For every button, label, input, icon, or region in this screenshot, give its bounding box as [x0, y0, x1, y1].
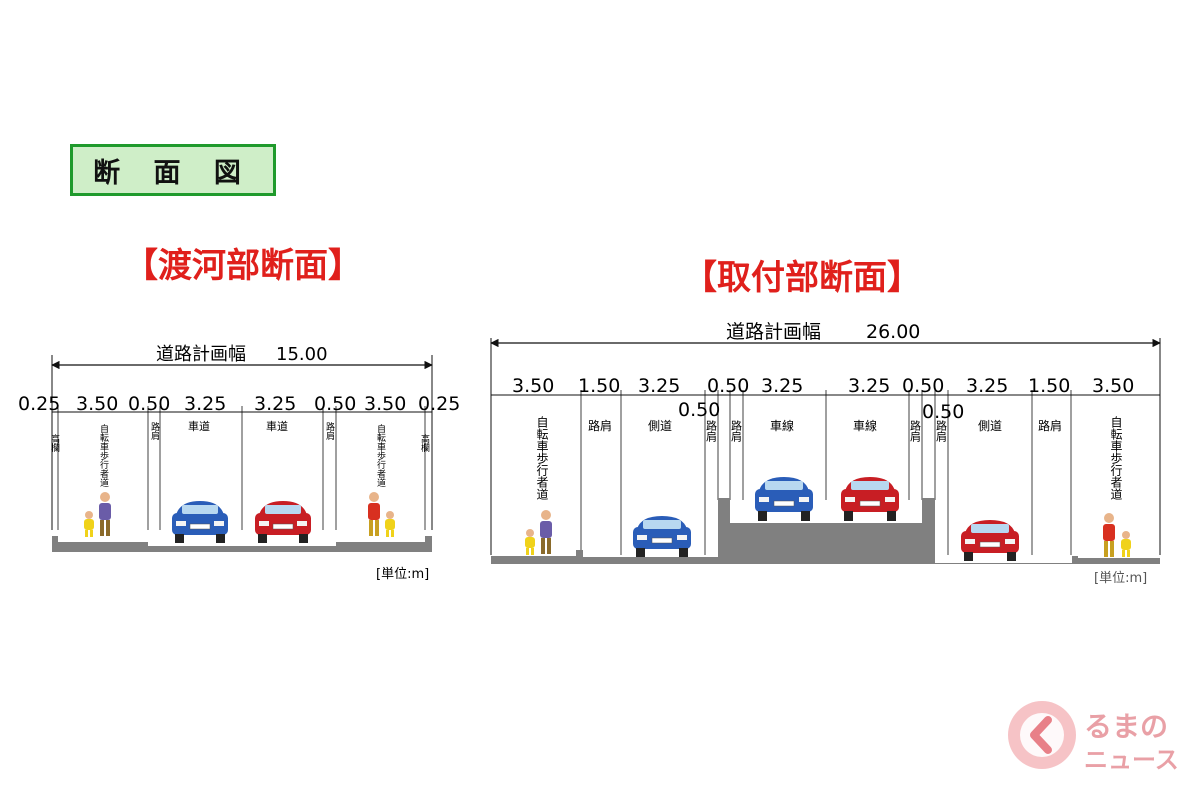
- right-dim-4: 0.50: [707, 375, 749, 397]
- right-zone-6: 車線: [770, 418, 794, 433]
- right-dim-1: 3.50: [512, 375, 554, 397]
- right-road-surface: [491, 498, 1160, 564]
- side-road-blue-car: [633, 516, 691, 557]
- right-zone-4: 路肩: [705, 420, 718, 443]
- river-section-title: 【渡河部断面】: [124, 246, 362, 286]
- right-total-label: 道路計画幅: [726, 321, 821, 343]
- approach-left-pedestrian-child: [525, 529, 535, 555]
- diagram-badge: 断 面 図: [70, 144, 276, 196]
- right-dim-3: 3.25: [638, 375, 680, 397]
- right-zone-10: 側道: [978, 419, 1002, 433]
- kurumanonews-logo: るまの ニュース: [1008, 701, 1179, 774]
- left-zone-7: 自転車歩行者道: [375, 423, 386, 488]
- logo-text-bottom: ニュース: [1084, 746, 1179, 774]
- left-zone-8: 高欄: [419, 433, 430, 453]
- right-zone-12: 自転車歩行者道: [1109, 416, 1123, 500]
- right-zone-5: 路肩: [730, 420, 743, 443]
- approach-right-pedestrian-adult: [1103, 513, 1115, 557]
- left-total-label: 道路計画幅: [156, 344, 246, 365]
- right-dim-6: 3.25: [848, 375, 890, 397]
- river-section: 道路計画幅 15.00 0.25 3.50 0.50 3.25 3.25 0.5…: [18, 344, 460, 582]
- right-pedestrian-adult: [368, 492, 380, 536]
- left-zone-6: 路肩: [324, 421, 335, 441]
- side-road-red-car: [961, 520, 1019, 561]
- right-dim-extra-1: 0.50: [678, 399, 720, 421]
- left-zone-5: 車道: [266, 419, 288, 433]
- left-dim-7: 3.50: [364, 393, 406, 415]
- right-total-value: 26.00: [866, 321, 920, 343]
- right-dim-10: 3.50: [1092, 375, 1134, 397]
- right-zone-9: 路肩: [935, 420, 948, 443]
- left-pedestrian-adult: [99, 492, 111, 536]
- logo-text-top: るまの: [1084, 710, 1168, 743]
- left-dim-2: 3.50: [76, 393, 118, 415]
- right-pedestrian-child: [385, 511, 395, 537]
- right-unit-label: [単位:m]: [1094, 570, 1147, 586]
- right-zone-2: 路肩: [588, 418, 612, 433]
- left-dim-1: 0.25: [18, 393, 60, 415]
- left-zone-2: 自転車歩行者道: [98, 423, 109, 488]
- right-dim-5: 3.25: [761, 375, 803, 397]
- right-dim-9: 1.50: [1028, 375, 1070, 397]
- main-lane-red-car: [841, 477, 899, 521]
- left-blue-car: [172, 501, 228, 543]
- main-lane-blue-car: [755, 477, 813, 521]
- left-dim-5: 3.25: [254, 393, 296, 415]
- left-pedestrian-child: [84, 511, 94, 537]
- right-dim-2: 1.50: [578, 375, 620, 397]
- approach-section: 道路計画幅 26.00 3.50 1.50 3.25 0.50 3.25 3.2…: [490, 321, 1161, 586]
- left-zone-4: 車道: [188, 419, 210, 433]
- right-dim-8: 3.25: [966, 375, 1008, 397]
- left-road-surface: [52, 536, 432, 552]
- left-unit-label: [単位:m]: [376, 566, 429, 582]
- right-zone-1: 自転車歩行者道: [535, 416, 549, 500]
- right-zone-7: 車線: [853, 418, 877, 433]
- right-zone-8: 路肩: [909, 420, 922, 443]
- approach-left-pedestrian-adult: [540, 510, 552, 554]
- left-dim-4: 3.25: [184, 393, 226, 415]
- approach-section-title: 【取付部断面】: [683, 258, 921, 298]
- left-dim-8: 0.25: [418, 393, 460, 415]
- left-zone-3: 路肩: [149, 421, 160, 441]
- right-dim-extra-2: 0.50: [922, 401, 964, 423]
- left-zone-1: 高欄: [49, 433, 60, 453]
- right-zone-11: 路肩: [1038, 418, 1062, 433]
- right-zone-3: 側道: [648, 419, 672, 433]
- approach-right-pedestrian-child: [1121, 531, 1131, 557]
- left-total-value: 15.00: [276, 344, 328, 365]
- right-dim-7: 0.50: [902, 375, 944, 397]
- left-dim-6: 0.50: [314, 393, 356, 415]
- left-red-car: [255, 501, 311, 543]
- left-dim-3: 0.50: [128, 393, 170, 415]
